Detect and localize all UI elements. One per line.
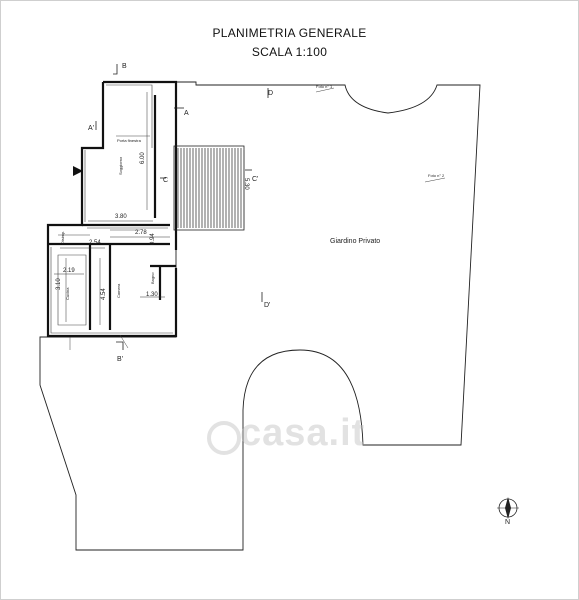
plan-scale: SCALA 1:100: [251, 45, 328, 59]
section-marker-c: C: [163, 177, 169, 184]
north-compass: [497, 497, 519, 519]
section-marker-b-prime: B': [117, 356, 124, 363]
room-label-porta: Porta finestra: [117, 138, 141, 143]
room-label-bagno: Bagno: [150, 272, 155, 284]
dim-278: 2.78: [135, 230, 147, 236]
section-marker-b: B: [122, 63, 127, 70]
section-marker-c-prime: C': [252, 176, 259, 183]
room-label-soggiorno: Soggiorno: [118, 156, 123, 175]
building-walls: [46, 80, 178, 338]
watermark-text: casa.it: [240, 412, 366, 454]
section-marker-a: A: [184, 110, 189, 117]
terrace-hatch: [173, 145, 245, 231]
dim-380: 3.80: [115, 214, 127, 220]
dim-600: 6.00: [140, 152, 146, 164]
section-cuts: [95, 64, 269, 350]
dim-219: 2.19: [63, 268, 75, 274]
dim-094: 0.94: [150, 233, 156, 245]
compass-north-label: N: [505, 519, 511, 526]
dim-130: 1.30: [146, 292, 158, 298]
entrance-arrow: [73, 166, 83, 176]
room-label-cucina: Cucina: [65, 287, 70, 300]
room-label-disimpegno: Disimp.: [60, 230, 65, 244]
photo-label-1: Foto n° 1: [316, 84, 333, 89]
section-marker-a-prime: A': [88, 125, 95, 132]
plan-title: PLANIMETRIA GENERALE: [212, 26, 367, 40]
site-boundary: [39, 81, 481, 551]
photo-label-2: Foto n° 2: [428, 173, 445, 178]
room-label-camera: Camera: [116, 283, 121, 298]
dim-450: 4.54: [101, 288, 107, 300]
section-marker-d: D: [268, 90, 274, 97]
dim-254: 2.54: [89, 240, 101, 246]
watermark-logo-icon: [207, 421, 241, 455]
section-marker-d-prime: D': [264, 302, 271, 309]
garden-label: Giardino Privato: [330, 238, 381, 245]
dim-310: 3.10: [56, 278, 62, 290]
dim-530: 5.30: [243, 178, 249, 190]
dimension-lines: [54, 92, 245, 325]
